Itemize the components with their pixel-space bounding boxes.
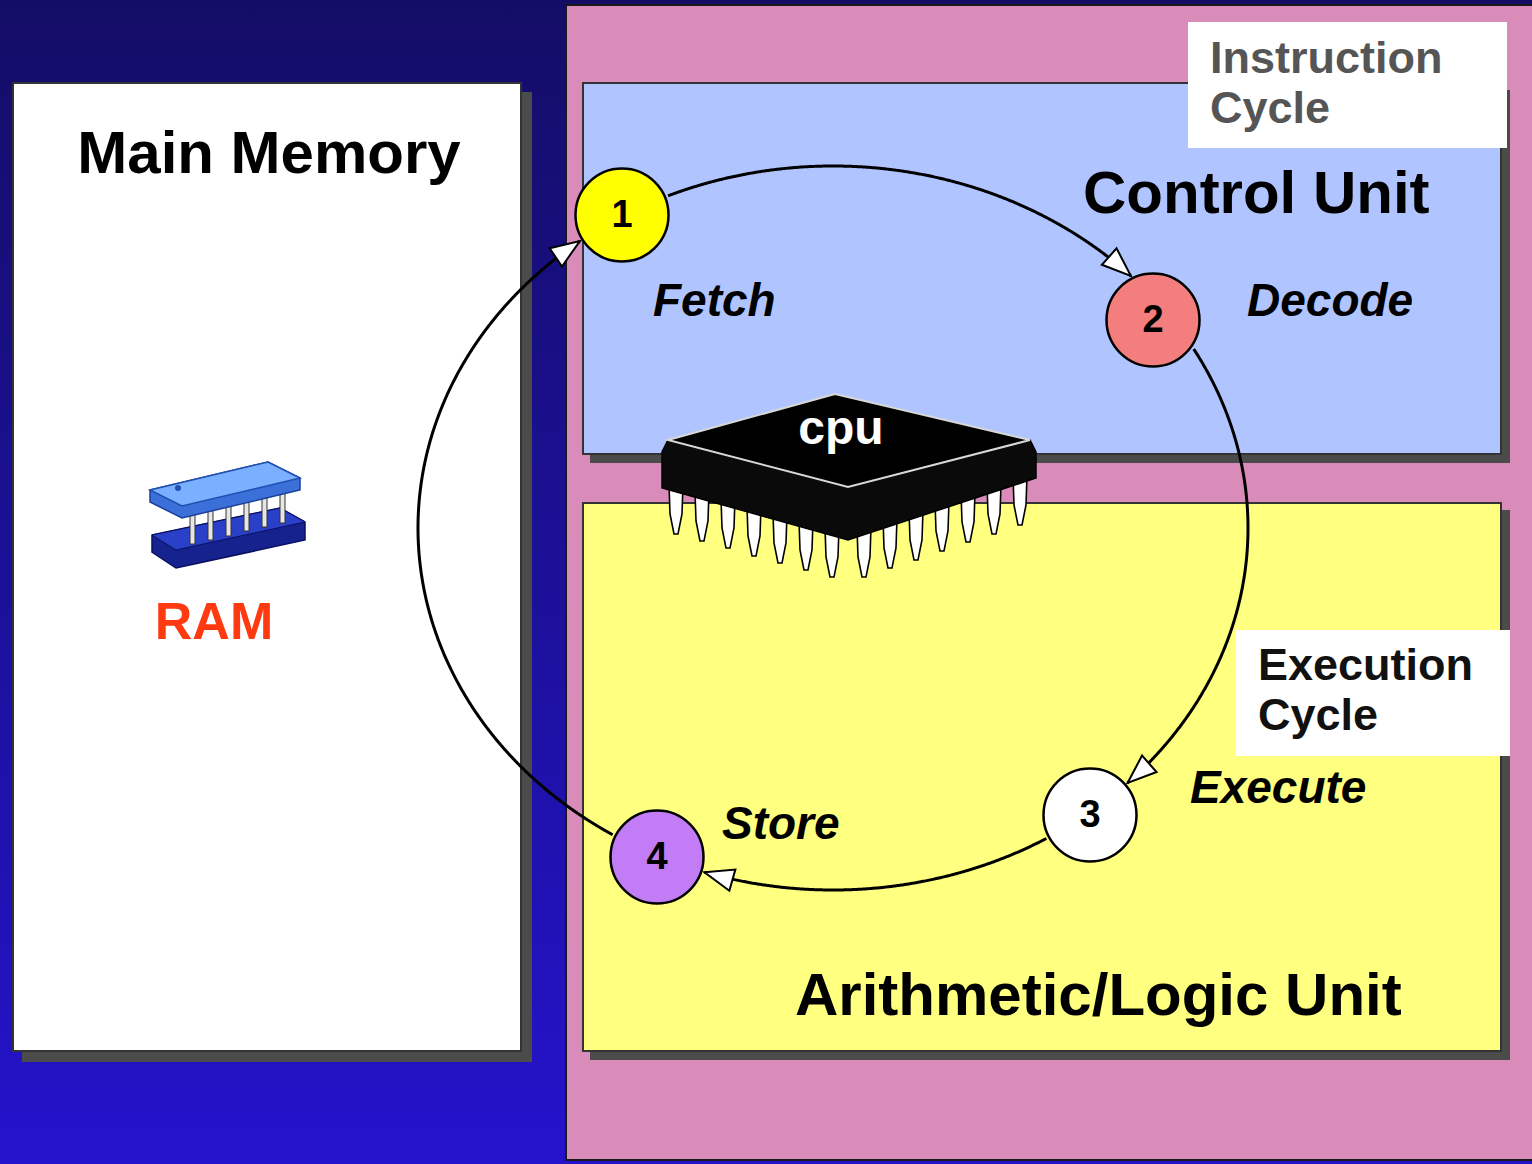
chip-label: cpu [798,400,883,455]
step-circle: 1 [574,167,670,263]
text-holder: Execution Cycle [1258,640,1498,740]
text-holder: 2 [1105,272,1201,368]
text-holder: Store [722,797,942,850]
text-holder: Fetch [653,274,873,327]
box-title: Control Unit [1083,158,1430,227]
box-title: Main Memory [77,118,460,187]
text-holder: Execute [1190,761,1430,814]
text-holder: Arithmetic/Logic Unit [795,960,1455,1029]
step-label: Decode [1247,274,1413,327]
step-label: Execute [1190,761,1366,814]
text-holder: Main Memory [14,118,524,187]
cycle-label: Instruction Cycle [1210,33,1495,133]
step-circle: 3 [1042,767,1138,863]
cycle-arrow [704,838,1046,890]
cycle-label-box: Instruction Cycle [1188,22,1507,148]
text-holder: 1 [574,167,670,263]
text-holder: Control Unit [1083,158,1493,227]
cycle-arrow [418,241,613,835]
circle-shape [576,169,669,262]
text-holder: Instruction Cycle [1210,33,1495,133]
text-holder: cpu [741,400,941,455]
cycle-label-box: Execution Cycle [1236,630,1510,756]
text-holder: 4 [609,809,705,905]
memory-box: Main MemoryRAM [12,82,522,1052]
step-circle: 4 [609,809,705,905]
callout-number: 4 [646,836,667,878]
text-holder: Decode [1247,274,1487,327]
step-label: Fetch [653,274,776,327]
step-circle: 2 [1105,272,1201,368]
cpu-panel [566,5,1532,1160]
cpu-chip [662,394,1036,577]
circle-shape [1107,274,1200,367]
cycle-arrow [1128,349,1248,783]
cycle-arrow [668,166,1131,276]
part-label: RAM [155,592,273,652]
cycle-label: Execution Cycle [1258,640,1498,740]
callout-number: 1 [611,194,632,236]
ram-icon [150,462,305,568]
box-title: Arithmetic/Logic Unit [795,960,1402,1029]
text-holder: 3 [1042,767,1138,863]
callout-number: 3 [1079,794,1100,836]
step-label: Store [722,797,840,850]
circle-shape [611,811,704,904]
circle-shape [1044,769,1137,862]
text-holder: RAM [134,592,294,652]
callout-number: 2 [1142,299,1163,341]
unit-box: Arithmetic/Logic Unit Execution Cycle 3 4 [582,502,1502,1052]
